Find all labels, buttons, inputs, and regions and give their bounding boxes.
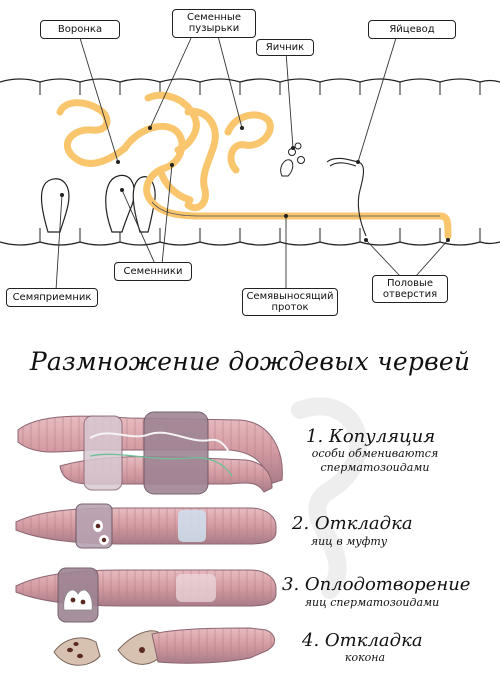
worms-copulation	[17, 411, 283, 495]
label-oviduct: Яйцевод	[368, 20, 456, 39]
step2-sub1: яиц в муфту	[310, 535, 388, 548]
leader-dots	[60, 126, 450, 242]
step4-sub1: кокона	[344, 651, 386, 664]
watermark	[291, 397, 368, 599]
label-ovary: Яичник	[256, 39, 314, 56]
oviduct	[326, 157, 367, 237]
label-testes: Семенники	[114, 262, 192, 281]
label-spermatheca: Семяприемник	[6, 288, 98, 307]
step3-title: 3. Оплодотворение	[282, 574, 471, 595]
step1-title: 1. Копуляция	[306, 426, 436, 447]
anatomy-diagram	[0, 35, 500, 291]
segment-lines	[39, 82, 481, 242]
reproduction-illustration	[15, 397, 368, 666]
label-seminal-vesicles: Семенные пузырьки	[172, 9, 256, 38]
section-title: Размножение дождевых червей	[29, 347, 471, 376]
worm-cocoon	[53, 627, 275, 666]
label-funnel: Воронка	[40, 20, 120, 39]
step1-sub1: особи обмениваются	[311, 447, 439, 460]
label-sperm-duct: Семявыносящий проток	[242, 288, 338, 316]
step4-title: 4. Откладка	[302, 630, 423, 651]
worm-body-outline	[0, 78, 500, 246]
step1-sub2: сперматозоидами	[320, 461, 430, 474]
leader-lines	[55, 35, 449, 291]
organ-outline	[151, 201, 440, 217]
step2-title: 2. Откладка	[292, 513, 413, 534]
worm-egg-laying	[15, 503, 277, 549]
worm-fertilization	[15, 567, 277, 623]
step3-sub1: яиц сперматозоидами	[304, 596, 440, 609]
spermatheca-organs	[40, 174, 156, 233]
label-genital-openings: Половые отверстия	[372, 275, 448, 303]
